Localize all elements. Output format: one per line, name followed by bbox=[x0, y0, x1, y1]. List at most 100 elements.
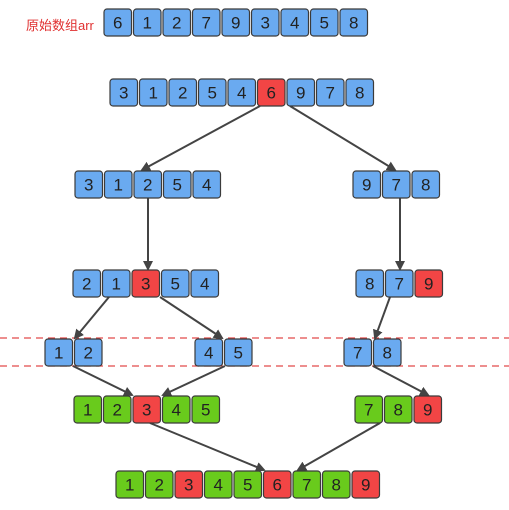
cell-value: 8 bbox=[383, 344, 392, 363]
cell-box bbox=[345, 78, 375, 107]
array-cell: 3 bbox=[74, 170, 104, 199]
array-cell: 7 bbox=[381, 170, 411, 199]
cell-box bbox=[133, 170, 163, 199]
arrow-1 bbox=[140, 105, 261, 171]
cell-value: 8 bbox=[332, 476, 341, 495]
array-cell: 6 bbox=[256, 78, 286, 107]
cell-value: 3 bbox=[261, 14, 270, 33]
cell-box bbox=[413, 395, 443, 424]
cell-box bbox=[192, 170, 222, 199]
cell-value: 6 bbox=[273, 476, 282, 495]
array-cell: 5 bbox=[160, 269, 190, 298]
cell-box bbox=[102, 395, 132, 424]
cell-box bbox=[138, 78, 168, 107]
arrows bbox=[72, 105, 430, 472]
array-cell: 8 bbox=[345, 78, 375, 107]
cell-value: 1 bbox=[54, 344, 63, 363]
cell-box bbox=[197, 78, 227, 107]
cell-box bbox=[73, 338, 103, 367]
array-cell: 8 bbox=[383, 395, 413, 424]
cell-box bbox=[132, 8, 162, 37]
cell-value: 2 bbox=[113, 401, 122, 420]
cell-value: 2 bbox=[84, 344, 93, 363]
array-cell: 1 bbox=[115, 470, 145, 499]
cell-box bbox=[191, 395, 221, 424]
array-cell: 3 bbox=[174, 470, 204, 499]
array-cell: 4 bbox=[194, 338, 224, 367]
cell-value: 2 bbox=[143, 176, 152, 195]
cell-box bbox=[131, 269, 161, 298]
array-cell: 5 bbox=[162, 170, 192, 199]
cell-value: 2 bbox=[172, 14, 181, 33]
cell-box bbox=[352, 170, 382, 199]
cell-box bbox=[103, 170, 133, 199]
cell-value: 4 bbox=[202, 176, 211, 195]
cell-box bbox=[162, 8, 192, 37]
cell-box bbox=[256, 78, 286, 107]
cell-box bbox=[411, 170, 441, 199]
cell-value: 7 bbox=[353, 344, 362, 363]
cell-box bbox=[227, 78, 257, 107]
cell-box bbox=[262, 470, 292, 499]
arrow-6 bbox=[159, 296, 224, 340]
arrow-9 bbox=[161, 365, 226, 397]
array-cell: 8 bbox=[355, 269, 385, 298]
cell-box bbox=[250, 8, 280, 37]
arrow-11 bbox=[149, 422, 266, 472]
cell-box bbox=[343, 338, 373, 367]
cell-value: 2 bbox=[82, 275, 91, 294]
cell-value: 1 bbox=[125, 476, 134, 495]
array-cell: 8 bbox=[321, 470, 351, 499]
cell-value: 5 bbox=[320, 14, 329, 33]
cell-box bbox=[115, 470, 145, 499]
cell-box bbox=[174, 470, 204, 499]
cell-value: 5 bbox=[171, 275, 180, 294]
array-cell: 1 bbox=[103, 170, 133, 199]
cell-value: 9 bbox=[231, 14, 240, 33]
array-cell: 5 bbox=[191, 395, 221, 424]
array-cell: 3 bbox=[131, 269, 161, 298]
cell-value: 1 bbox=[112, 275, 121, 294]
array-cell: 3 bbox=[109, 78, 139, 107]
cell-value: 8 bbox=[394, 401, 403, 420]
cell-box bbox=[339, 8, 369, 37]
array-cell: 5 bbox=[233, 470, 263, 499]
cell-value: 5 bbox=[208, 84, 217, 103]
array-cell: 2 bbox=[144, 470, 174, 499]
array-cell: 7 bbox=[354, 395, 384, 424]
array-cell: 1 bbox=[73, 395, 103, 424]
array-cell: 1 bbox=[101, 269, 131, 298]
arrow-5 bbox=[73, 296, 110, 340]
cell-box bbox=[132, 395, 162, 424]
array-cell: 6 bbox=[262, 470, 292, 499]
cell-value: 4 bbox=[237, 84, 246, 103]
cell-value: 9 bbox=[424, 275, 433, 294]
arrow-8 bbox=[72, 365, 134, 396]
array-cell: 5 bbox=[309, 8, 339, 37]
cell-box bbox=[355, 269, 385, 298]
array-cell: 9 bbox=[221, 8, 251, 37]
cell-box bbox=[73, 395, 103, 424]
array-cell: 7 bbox=[292, 470, 322, 499]
cell-value: 1 bbox=[143, 14, 152, 33]
cell-value: 9 bbox=[423, 401, 432, 420]
array-cell: 1 bbox=[138, 78, 168, 107]
cell-value: 3 bbox=[119, 84, 128, 103]
cell-value: 4 bbox=[204, 344, 213, 363]
array-cell: 4 bbox=[227, 78, 257, 107]
cell-box bbox=[315, 78, 345, 107]
array-cell: 9 bbox=[351, 470, 381, 499]
cell-value: 8 bbox=[365, 275, 374, 294]
cell-value: 6 bbox=[113, 14, 122, 33]
cell-box bbox=[351, 470, 381, 499]
cell-box bbox=[72, 269, 102, 298]
cell-box bbox=[354, 395, 384, 424]
cell-box bbox=[280, 8, 310, 37]
cell-value: 1 bbox=[149, 84, 158, 103]
cell-value: 2 bbox=[155, 476, 164, 495]
